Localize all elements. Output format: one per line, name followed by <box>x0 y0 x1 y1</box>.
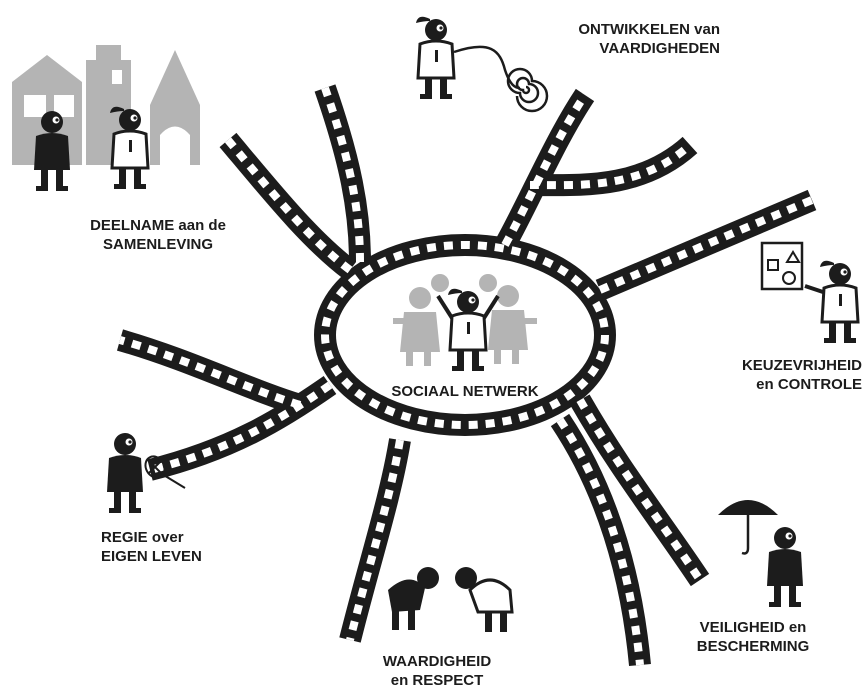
spiral-icon <box>453 45 549 113</box>
racket-icon <box>144 455 186 489</box>
label-waardigheid: WAARDIGHEID en RESPECT <box>362 652 512 690</box>
roads <box>116 84 817 667</box>
kid-regie <box>107 433 143 513</box>
road-deelname-branch <box>314 84 371 263</box>
regie-line1: REGIE over <box>101 529 184 546</box>
buildings-illustration <box>12 45 200 165</box>
road-regie-branch <box>116 329 304 416</box>
waardigheid-line2: en RESPECT <box>390 672 484 689</box>
center-label: SOCIAAL NETWERK <box>391 383 539 400</box>
regie-line2: EIGEN LEVEN <box>101 548 202 565</box>
shapes-board-icon <box>760 241 804 291</box>
kid-veiligheid <box>767 527 803 607</box>
umbrella-icon <box>718 500 778 555</box>
deelname-line2: SAMENLEVING <box>102 236 213 253</box>
road-keuze <box>595 189 817 301</box>
label-center: SOCIAAL NETWERK <box>370 382 560 401</box>
label-deelname: DEELNAME aan de SAMENLEVING <box>68 216 248 254</box>
ontwikkelen-line2: VAARDIGHEDEN <box>599 40 720 57</box>
label-ontwikkelen: ONTWIKKELEN van VAARDIGHEDEN <box>520 20 720 58</box>
label-regie: REGIE over EIGEN LEVEN <box>101 528 261 566</box>
veiligheid-line2: BESCHERMING <box>696 638 810 655</box>
bowing-kids <box>388 567 514 632</box>
veiligheid-line1: VEILIGHEID en <box>699 619 807 636</box>
kid-keuzevrijheid <box>818 259 860 345</box>
label-keuzevrijheid: KEUZEVRIJHEID en CONTROLE <box>680 356 862 394</box>
deelname-line1: DEELNAME aan de <box>90 217 226 234</box>
waardigheid-line1: WAARDIGHEID <box>382 653 492 670</box>
road-regie <box>147 375 337 481</box>
social-network-figures <box>393 274 537 373</box>
kid-ontwikkelen <box>414 15 456 101</box>
keuzevrijheid-line2: en CONTROLE <box>756 376 862 393</box>
label-veiligheid: VEILIGHEID en BESCHERMING <box>668 618 838 656</box>
keuzevrijheid-line1: KEUZEVRIJHEID <box>741 357 862 374</box>
ontwikkelen-line1: ONTWIKKELEN van <box>578 21 720 38</box>
